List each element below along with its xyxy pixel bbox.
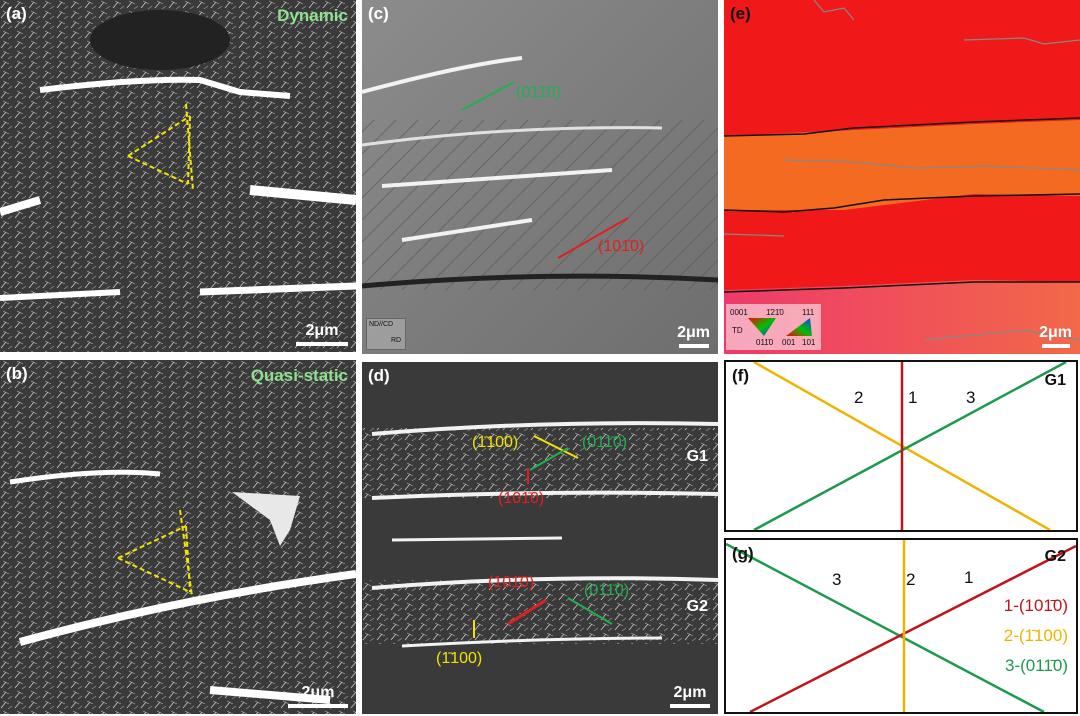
plane-label-g1-red: (101̄0) bbox=[498, 490, 545, 507]
scale-bar-line bbox=[288, 704, 348, 708]
plane-label-g2-red: (101̄0) bbox=[488, 574, 535, 591]
scale-text: 2μm bbox=[1039, 324, 1072, 341]
panel-d-sem-groups: (d) G1 G2 (1̄100) (011̄0) (101̄0) (101̄0… bbox=[362, 362, 718, 714]
line-number-3: 3 bbox=[966, 388, 976, 407]
group-label-g2: G2 bbox=[686, 598, 708, 615]
scale-bar-e: 2μm bbox=[1039, 324, 1072, 348]
scale-text: 2μm bbox=[301, 684, 335, 701]
plane-label-g2-green: (011̄0) bbox=[584, 582, 630, 599]
line-number-2: 2 bbox=[854, 388, 864, 407]
panel-label-e: (e) bbox=[730, 4, 751, 23]
panel-b-quasi-static: (b) Quasi-static 2μm bbox=[0, 360, 356, 714]
scale-bar-line bbox=[296, 342, 348, 346]
ipf-triangles bbox=[748, 318, 812, 336]
line-number-1: 1 bbox=[964, 568, 974, 587]
panel-a-dynamic: (a) Dynamic 2μm bbox=[0, 0, 356, 352]
panel-label-f: (f) bbox=[732, 366, 749, 385]
ipf-legend: 0001 1̄21̄0 TD 011̄0 111 001 101 bbox=[726, 304, 821, 350]
scale-text: 2μm bbox=[305, 322, 339, 339]
panel-label-c: (c) bbox=[368, 4, 389, 23]
scale-bar-line bbox=[678, 344, 709, 348]
panel-label-d: (d) bbox=[368, 366, 390, 385]
schematic-g2 bbox=[726, 540, 1076, 712]
scale-bar-c: 2μm bbox=[677, 324, 710, 348]
axis-nd-label: ND//CD bbox=[369, 321, 394, 328]
plane-label-g2-yellow: (1̄100) bbox=[436, 650, 483, 667]
legend-item-2: 2-(1̄100) bbox=[1003, 626, 1068, 645]
plane-label-g1-green: (011̄0) bbox=[582, 434, 628, 451]
legend-item-3: 3-(011̄0) bbox=[1005, 656, 1068, 675]
ipf-0001: 0001 bbox=[730, 308, 748, 317]
line-number-3: 3 bbox=[832, 570, 842, 589]
panel-label-b: (b) bbox=[6, 364, 28, 383]
line-number-2: 2 bbox=[906, 570, 916, 589]
legend-item-1: 1-(101̄0) bbox=[1003, 596, 1068, 615]
group-label-g1: G1 bbox=[686, 448, 708, 465]
axis-rd-label: RD bbox=[391, 337, 402, 344]
panel-c-sem-channeling: (c) (011̄0) (101̄0) ND//CD RD 2μm bbox=[362, 0, 718, 354]
ipf-001: 001 bbox=[782, 338, 796, 347]
scale-bar-b: 2μm bbox=[288, 684, 348, 708]
plane-label-red: (101̄0) bbox=[598, 238, 645, 255]
panel-g-schematic-g2: (g) G2 1 2 3 1-(101̄0) 2-(1̄100) 3-(011̄… bbox=[724, 538, 1078, 714]
ipf-1210: 1̄21̄0 bbox=[766, 308, 784, 317]
scale-bar-d: 2μm bbox=[670, 684, 710, 708]
group-label-g2: G2 bbox=[1044, 548, 1066, 565]
ipf-101: 101 bbox=[802, 338, 816, 347]
scale-bar-line bbox=[1041, 344, 1070, 348]
sem-image-c bbox=[362, 0, 718, 354]
sem-image-quasi-static bbox=[0, 360, 356, 714]
plane-label-g1-yellow: (1̄100) bbox=[472, 434, 519, 451]
panel-f-schematic-g1: (f) G1 1 2 3 bbox=[724, 360, 1078, 532]
orientation-axes: ND//CD RD bbox=[366, 318, 406, 350]
line-number-1: 1 bbox=[908, 388, 918, 407]
ipf-0110: 011̄0 bbox=[756, 338, 774, 347]
scale-bar-a: 2μm bbox=[296, 322, 348, 346]
schematic-g1 bbox=[753, 362, 1067, 530]
panel-label-a: (a) bbox=[6, 4, 27, 23]
panel-e-ipf-map: (e) 0001 1̄21̄0 TD 011̄0 111 001 101 2μm bbox=[724, 0, 1080, 354]
ipf-orientation-map bbox=[724, 0, 1080, 354]
scale-text: 2μm bbox=[677, 324, 710, 341]
sem-image-dynamic bbox=[0, 0, 356, 352]
plane-label-green: (011̄0) bbox=[516, 84, 562, 101]
condition-label-dynamic: Dynamic bbox=[277, 6, 348, 25]
group-label-g1: G1 bbox=[1044, 372, 1066, 389]
ipf-td: TD bbox=[732, 326, 743, 335]
ipf-111: 111 bbox=[802, 308, 815, 317]
condition-label-quasi-static: Quasi-static bbox=[250, 366, 348, 385]
sem-image-d bbox=[362, 362, 718, 714]
panel-label-g: (g) bbox=[732, 544, 754, 563]
scale-text: 2μm bbox=[673, 684, 707, 701]
scale-bar-line bbox=[670, 704, 710, 708]
